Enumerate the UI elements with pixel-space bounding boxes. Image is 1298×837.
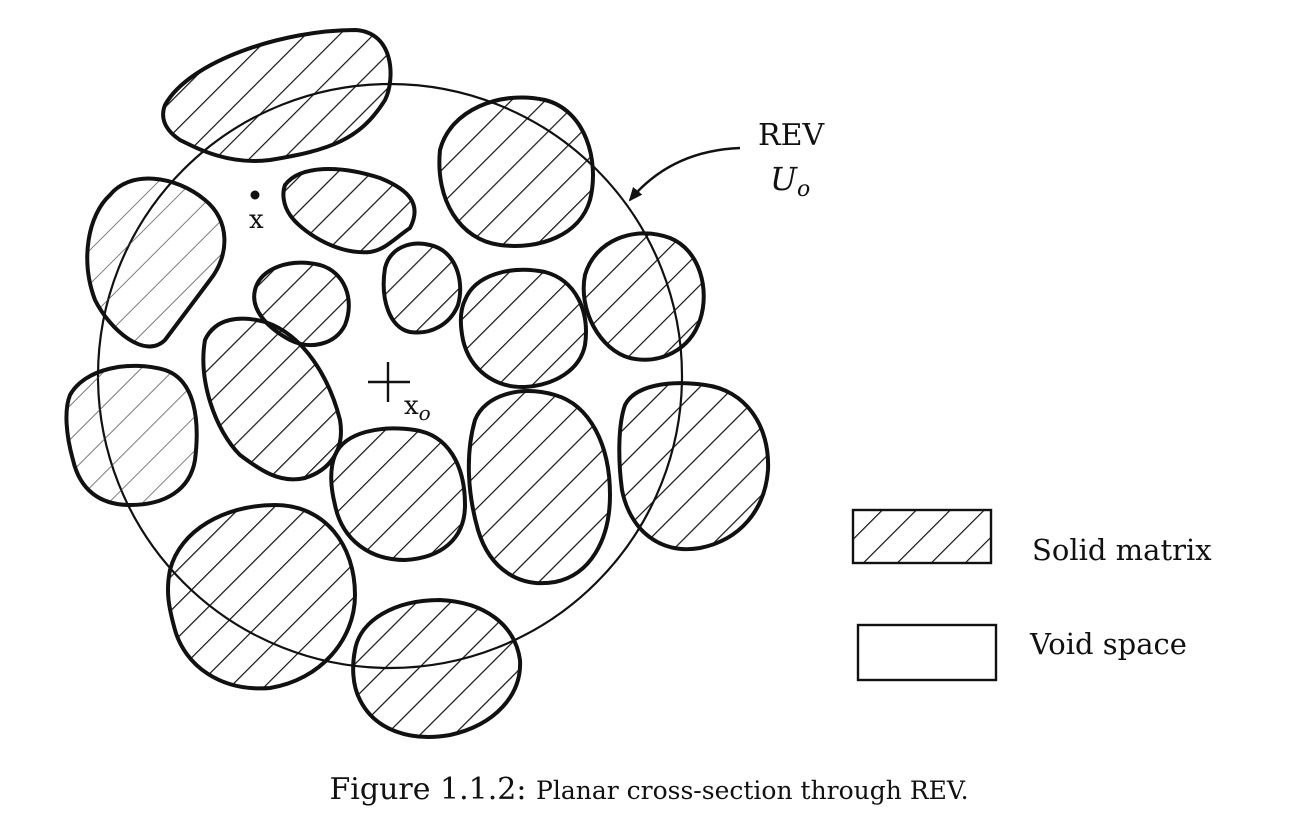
grain (329, 426, 467, 562)
figure-caption: Figure 1.1.2: Planar cross-section throu… (0, 772, 1298, 807)
grain (581, 231, 706, 362)
grain (165, 503, 357, 691)
legend-solid-swatch (851, 508, 993, 565)
grain (381, 241, 463, 335)
grain (281, 166, 417, 255)
rev-symbol: Uo (770, 160, 810, 202)
legend-void-swatch (856, 623, 998, 682)
legend-solid-label: Solid matrix (1032, 533, 1212, 567)
point-x-dot (250, 190, 260, 200)
legend: Solid matrix Void space (851, 508, 1212, 682)
grain (161, 28, 393, 163)
grain (617, 381, 771, 552)
grain (458, 267, 588, 390)
grain (351, 598, 523, 739)
grain (64, 363, 199, 507)
legend-void-label: Void space (1029, 627, 1187, 661)
grain (466, 389, 612, 586)
caption-number: Figure 1.1.2: (329, 772, 527, 807)
grain (437, 95, 595, 248)
grain (85, 176, 227, 349)
rev-label: REV (758, 118, 825, 153)
point-x-label: x (249, 205, 264, 235)
centroid-label: xo (404, 391, 431, 425)
caption-text: Planar cross-section through REV. (536, 776, 969, 805)
solid-grains (64, 28, 771, 739)
rev-arrow-icon (628, 146, 741, 202)
centroid-cross-icon (368, 362, 410, 402)
